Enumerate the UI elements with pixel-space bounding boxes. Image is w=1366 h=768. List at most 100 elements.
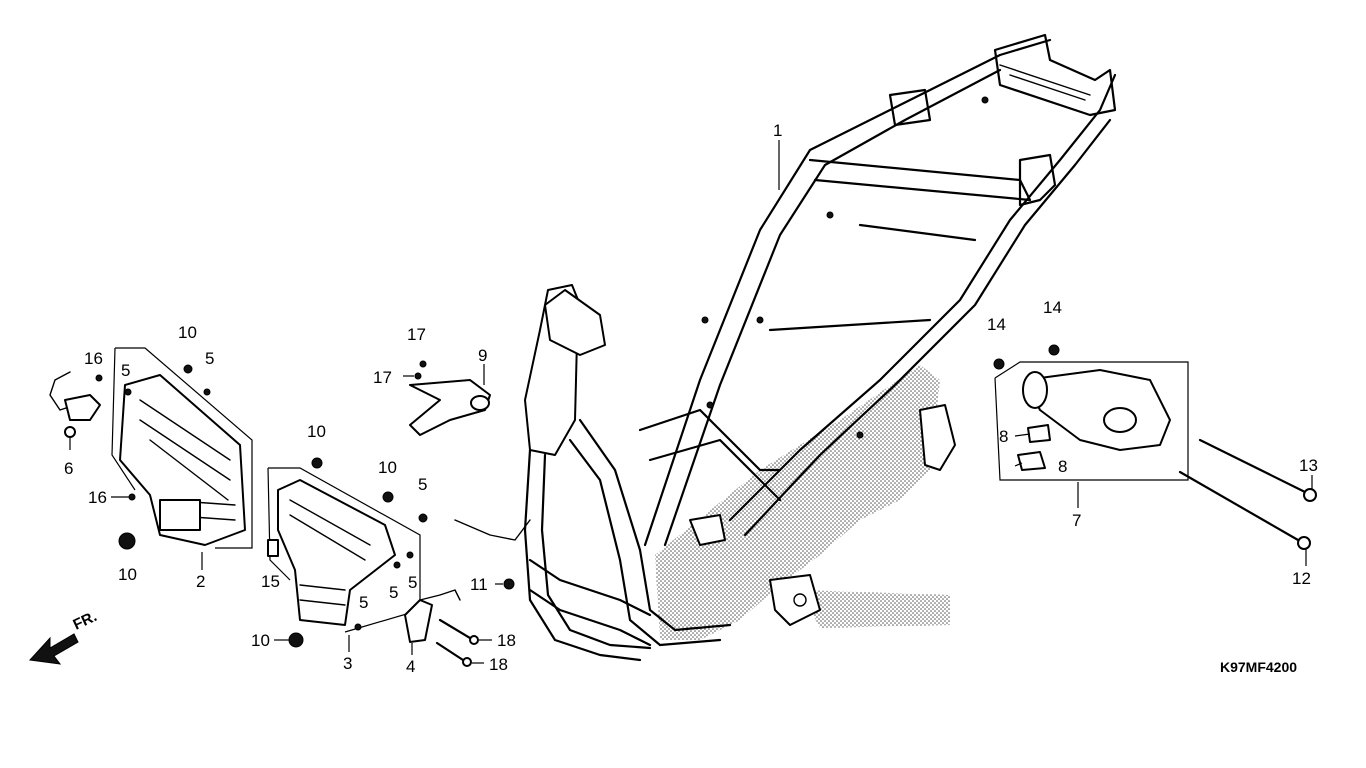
callout-17-b: 17 <box>373 368 392 387</box>
frame-cable <box>454 519 531 541</box>
part-2-cover-ribs <box>139 399 236 521</box>
screw-17-b <box>414 372 422 380</box>
part-9-bracket <box>409 379 491 436</box>
frame-head-pipe-bracket <box>544 289 606 356</box>
frame-rear-rail-left-inner <box>663 68 1002 547</box>
nut-14-b <box>1048 344 1060 356</box>
callout-16-a: 16 <box>84 349 103 368</box>
callout-10-b: 10 <box>118 565 137 584</box>
frame-clip-4 <box>706 401 714 409</box>
part-2-tab <box>159 499 201 531</box>
part-9-bracket-boss <box>470 395 490 411</box>
part-3-group <box>267 467 421 633</box>
part-6-wire <box>49 371 76 411</box>
frame-floor-rail <box>638 408 782 502</box>
frame-mount-bracket-right <box>1018 153 1057 207</box>
callout-14-b: 14 <box>1043 298 1062 317</box>
callout-6: 6 <box>64 459 73 478</box>
frame-rear-end-detail <box>999 64 1091 101</box>
clip-5-e <box>406 551 414 559</box>
part-4-sensor <box>404 589 461 643</box>
frame-down-tube-right-inner <box>578 418 732 632</box>
callout-5-d: 5 <box>389 583 398 602</box>
frame-mount-bracket-left <box>888 88 932 127</box>
part-2-group-outline <box>111 347 253 549</box>
callout-5-c: 5 <box>418 475 427 494</box>
front-direction-arrow: FR. <box>28 608 100 665</box>
callout-9: 9 <box>478 346 487 365</box>
callout-14-a: 14 <box>987 315 1006 334</box>
part-7-link-bushing <box>1103 407 1137 433</box>
frame-down-tube-right <box>568 438 722 647</box>
frame-center-bracket <box>689 514 726 546</box>
part-9-bracket-body <box>409 379 491 436</box>
callout-4: 4 <box>406 657 415 676</box>
frame-rear-rail-left <box>643 38 1052 547</box>
frame-rear-rail-right <box>728 73 1117 522</box>
frame-plate-shading <box>800 590 950 628</box>
callout-5-a: 5 <box>121 361 130 380</box>
frame-lower-loop <box>528 558 652 647</box>
part-7-link-pivot <box>1022 371 1048 409</box>
callout-2: 2 <box>196 572 205 591</box>
frame-side-bracket <box>919 404 956 471</box>
clip-5-f <box>354 623 362 631</box>
part-15-clip <box>267 539 279 557</box>
part-6-harness <box>49 371 101 438</box>
callout-11: 11 <box>470 575 488 594</box>
bolt-18-upper-head <box>469 635 479 645</box>
callout-15: 15 <box>261 572 280 591</box>
bolt-18-lower-head <box>462 657 472 667</box>
callout-5-e: 5 <box>408 573 417 592</box>
frame-engine-mount <box>769 574 821 626</box>
frame-down-tube-left <box>523 448 642 662</box>
frame-floor-shading <box>655 365 940 640</box>
callout-18-b: 18 <box>489 655 508 674</box>
part-7-group <box>994 361 1189 481</box>
bolt-12-head <box>1297 536 1311 550</box>
nut-10-a <box>183 364 193 374</box>
part-7-group-outline <box>994 361 1189 481</box>
nut-10-b <box>118 532 136 550</box>
part-8-rubber-lower <box>1017 451 1046 471</box>
fasteners <box>95 344 1060 648</box>
main-frame <box>454 33 1117 662</box>
callout-13: 13 <box>1299 456 1318 475</box>
nut-10-d <box>382 491 394 503</box>
screw-17-a <box>419 360 427 368</box>
part-2-group <box>111 347 253 549</box>
frame-engine-mount-hole <box>793 593 807 607</box>
part-6-grommet <box>64 426 76 438</box>
part-3-group-outline <box>267 467 421 633</box>
frame-down-tube-left-inner <box>540 453 652 650</box>
part-7-link-body <box>1024 369 1171 451</box>
part-4-sensor-body <box>404 599 433 643</box>
frame-rear-end <box>993 33 1117 117</box>
clip-5-b <box>203 388 211 396</box>
callout-10-c: 10 <box>307 422 326 441</box>
callout-10-d: 10 <box>378 458 397 477</box>
part-3-cover <box>277 479 396 626</box>
callout-5-f: 5 <box>359 593 368 612</box>
nut-11 <box>503 578 515 590</box>
callouts: 1 2 3 4 5 5 5 5 5 5 6 7 8 8 9 10 10 10 1… <box>64 121 1318 676</box>
callout-3: 3 <box>343 654 352 673</box>
diagram-code: K97MF4200 <box>1220 659 1297 675</box>
part-2-cover <box>119 374 246 546</box>
frame-cross-member-3 <box>768 318 932 332</box>
callout-18-a: 18 <box>497 631 516 650</box>
leader-lines <box>69 140 1313 664</box>
bolt-12-shaft <box>1178 470 1300 542</box>
part-8-rubber-upper <box>1027 424 1051 443</box>
frame-clip-1 <box>826 211 834 219</box>
frame-clip-5 <box>856 431 864 439</box>
part-6-connector <box>64 394 101 421</box>
screw-16-a <box>95 374 103 382</box>
frame-clip-2 <box>756 316 764 324</box>
front-direction-label: FR. <box>71 608 100 634</box>
callout-7: 7 <box>1072 511 1081 530</box>
frame-cross-member-1 <box>808 158 1032 202</box>
clip-5-a <box>124 388 132 396</box>
callout-10-e: 10 <box>251 631 270 650</box>
bolt-13-head <box>1303 488 1317 502</box>
